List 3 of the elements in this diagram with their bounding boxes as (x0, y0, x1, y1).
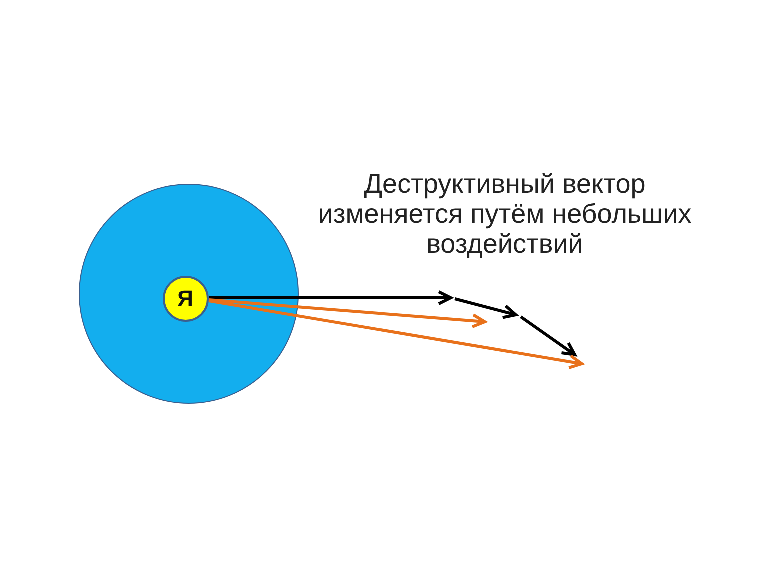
annotation-text: Деструктивный вектор изменяется путём небольших воздействий (317, 169, 693, 259)
inner-circle (162, 276, 208, 322)
node-label: Я (178, 286, 194, 310)
